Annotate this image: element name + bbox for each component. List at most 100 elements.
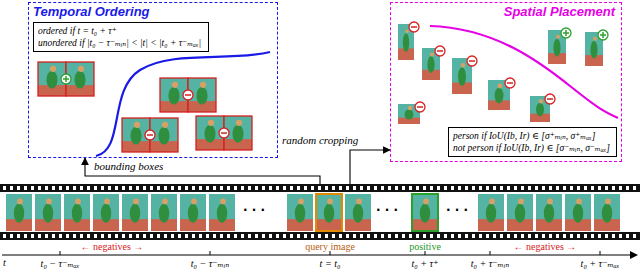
sprocket-hole (31, 234, 34, 238)
video-frame (478, 194, 504, 231)
sprocket-hole (213, 234, 216, 238)
sprocket-hole (220, 186, 223, 190)
sprocket-hole (87, 186, 90, 190)
sprocket-hole (395, 186, 398, 190)
sprocket-hole (353, 234, 356, 238)
sprocket-hole (136, 186, 139, 190)
sprocket-hole (10, 186, 13, 190)
sprocket-hole (143, 234, 146, 238)
sprocket-hole (584, 234, 587, 238)
sprocket-hole (171, 186, 174, 190)
sprocket-hole (276, 234, 279, 238)
sprocket-hole (549, 234, 552, 238)
image-crop (398, 102, 425, 124)
sprocket-hole (87, 234, 90, 238)
sprocket-hole (367, 186, 370, 190)
image-crop (548, 28, 571, 64)
formula-box: ordered if t = t₀ + τ⁺unordered if |t₀ −… (33, 22, 209, 52)
sprocket-hole (227, 234, 230, 238)
sprocket-hole (577, 186, 580, 190)
formula-line: person if IoU(Ib, Ir) ∈ [σ⁺ₘᵢₙ, σ⁺ₘₐₓ] (453, 130, 595, 142)
video-frame (594, 194, 620, 231)
sprocket-hole (479, 234, 482, 238)
sprocket-hole (213, 186, 216, 190)
video-frame (287, 194, 313, 231)
sprocket-hole (388, 186, 391, 190)
sprocket-hole (472, 186, 475, 190)
sprocket-hole (353, 186, 356, 190)
sprocket-hole (521, 234, 524, 238)
formula-line: ordered if t = t₀ + τ⁺ (38, 25, 117, 37)
sprocket-hole (94, 234, 97, 238)
axis-label: t₀ + τ⁻ₘₐₓ (581, 258, 620, 270)
sprocket-hole (430, 234, 433, 238)
sprocket-hole (3, 186, 6, 190)
sprocket-hole (598, 186, 601, 190)
sprocket-hole (283, 186, 286, 190)
sprocket-hole (451, 186, 454, 190)
axis-arrowhead (630, 251, 638, 259)
sprocket-hole (45, 234, 48, 238)
sprocket-hole (150, 186, 153, 190)
sprocket-hole (304, 186, 307, 190)
sprocket-hole (346, 186, 349, 190)
sprocket-hole (584, 186, 587, 190)
timeline-label: ← negatives → (81, 241, 144, 253)
video-frame (180, 194, 206, 231)
film-band (0, 184, 640, 192)
sprocket-hole (80, 186, 83, 190)
decision-curve (96, 52, 270, 156)
sprocket-hole (395, 234, 398, 238)
sprocket-hole (577, 234, 580, 238)
sprocket-hole (633, 234, 636, 238)
sprocket-hole (17, 234, 20, 238)
sprocket-hole (465, 234, 468, 238)
sprocket-hole (115, 234, 118, 238)
sprocket-hole (290, 234, 293, 238)
edge-label: random cropping (280, 134, 360, 147)
sprocket-hole (297, 186, 300, 190)
sprocket-holes (3, 186, 636, 238)
edge-label: bounding boxes (92, 160, 165, 173)
sprocket-hole (500, 234, 503, 238)
sprocket-hole (199, 186, 202, 190)
sprocket-hole (619, 234, 622, 238)
sprocket-hole (325, 186, 328, 190)
sprocket-hole (178, 186, 181, 190)
sprocket-hole (472, 234, 475, 238)
sprocket-hole (101, 234, 104, 238)
sprocket-hole (66, 234, 69, 238)
video-frame (35, 194, 61, 231)
sprocket-hole (164, 234, 167, 238)
region-box: person if IoU(Ib, Ir) ∈ [σ⁺ₘᵢₙ, σ⁺ₘₐₓ]no… (390, 2, 622, 162)
formula-line: not person if IoU(Ib, Ir) ∈ [σ⁻ₘᵢₙ, σ⁻ₘₐ… (453, 142, 610, 154)
sprocket-hole (297, 234, 300, 238)
sprocket-hole (423, 186, 426, 190)
video-frames (6, 194, 620, 231)
decision-curve (430, 26, 618, 118)
sprocket-hole (59, 234, 62, 238)
sprocket-hole (563, 186, 566, 190)
sprocket-hole (73, 234, 76, 238)
sprocket-hole (185, 186, 188, 190)
sprocket-hole (416, 186, 419, 190)
sprocket-hole (591, 186, 594, 190)
sprocket-hole (409, 186, 412, 190)
sprocket-hole (367, 234, 370, 238)
sprocket-hole (24, 186, 27, 190)
sprocket-hole (507, 186, 510, 190)
sprocket-hole (542, 186, 545, 190)
sprocket-hole (528, 186, 531, 190)
sprocket-hole (304, 234, 307, 238)
video-frame (122, 194, 148, 231)
sprocket-hole (493, 234, 496, 238)
sprocket-hole (143, 186, 146, 190)
timeline-label: ← negatives → (514, 241, 577, 253)
sprocket-hole (157, 186, 160, 190)
image-crop (398, 22, 419, 60)
sprocket-hole (269, 186, 272, 190)
sprocket-hole (17, 186, 20, 190)
connector-arrow (350, 150, 390, 184)
sprocket-hole (570, 186, 573, 190)
